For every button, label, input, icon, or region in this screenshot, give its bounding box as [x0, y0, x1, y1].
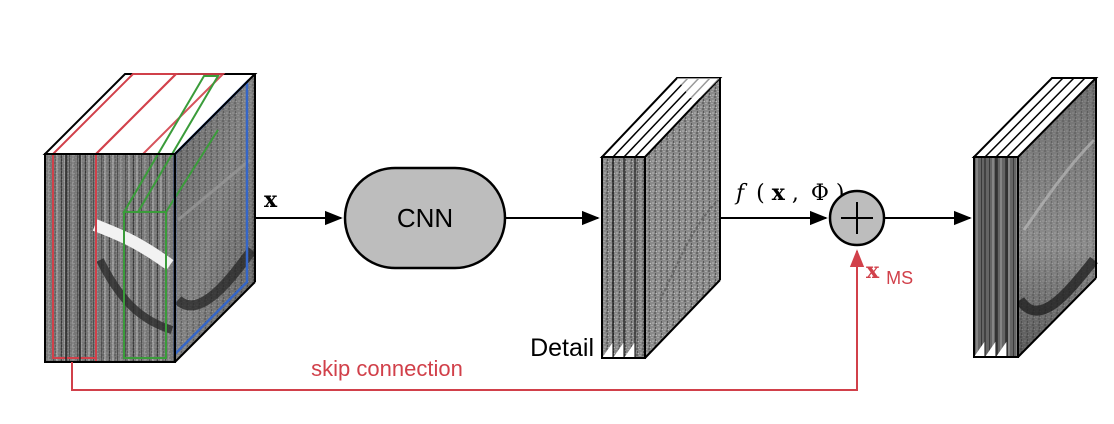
ms-x: x	[866, 258, 880, 284]
ms-sub: MS	[886, 268, 913, 288]
function-open: (	[756, 181, 765, 206]
function-f: f	[734, 181, 748, 206]
skip-label: skip connection	[311, 356, 463, 381]
function-comma: ,	[792, 181, 799, 206]
detail-label: Detail	[530, 334, 594, 362]
input-image-stack	[42, 73, 258, 363]
cnn-label: CNN	[397, 203, 453, 233]
input-label: x	[264, 187, 278, 213]
cnn-block: CNN	[343, 166, 507, 270]
output-image-stack	[971, 77, 1099, 358]
ms-label: x MS	[866, 258, 913, 288]
function-label: f ( x , Φ )	[734, 180, 845, 206]
sum-icon	[828, 189, 886, 247]
function-phi: Φ	[811, 181, 829, 206]
function-x: x	[772, 180, 786, 206]
skip-connection	[71, 249, 865, 391]
function-close: )	[836, 181, 845, 206]
detail-cube	[599, 77, 723, 359]
